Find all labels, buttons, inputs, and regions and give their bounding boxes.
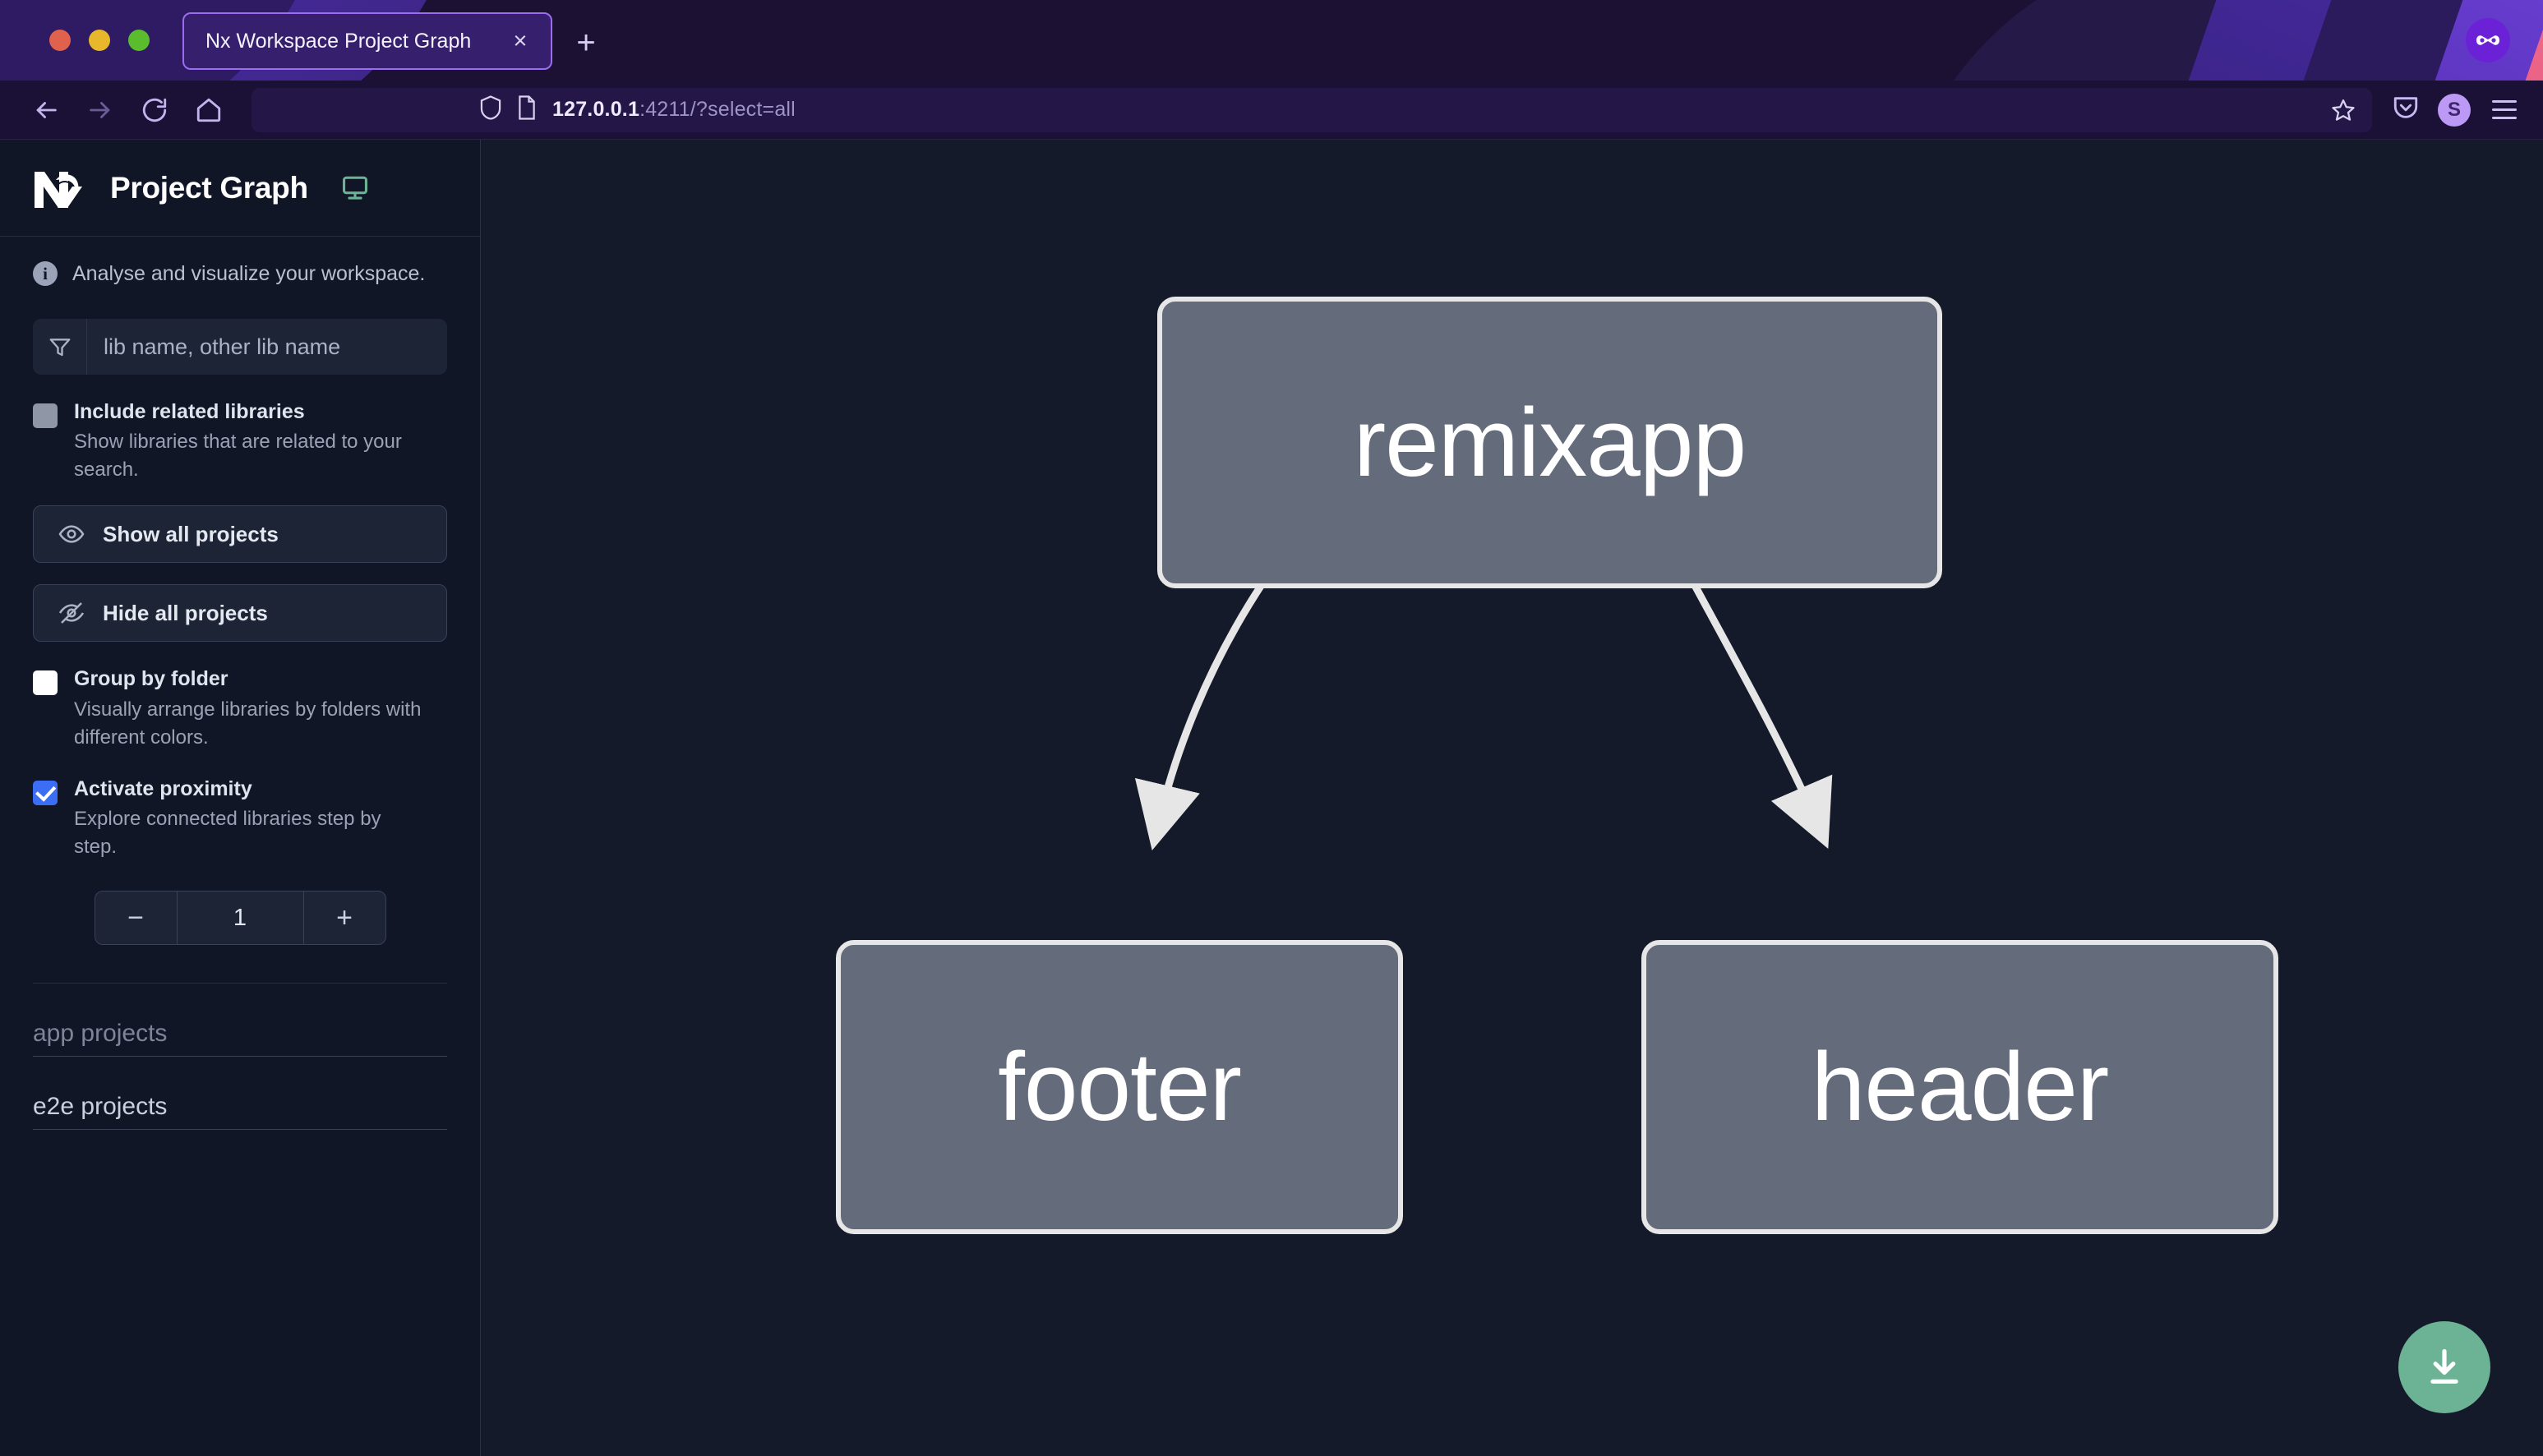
filter-icon	[33, 319, 87, 375]
show-all-projects-button[interactable]: Show all projects	[33, 505, 447, 564]
new-tab-button[interactable]: +	[576, 25, 596, 61]
window-traffic-lights[interactable]	[49, 30, 150, 51]
sidebar-divider	[33, 983, 447, 984]
hamburger-menu-icon[interactable]	[2489, 97, 2520, 122]
include-related-label: Include related libraries	[74, 400, 305, 423]
search-field[interactable]	[33, 319, 447, 375]
include-related-libraries-option[interactable]: Include related libraries Show libraries…	[33, 399, 447, 484]
pocket-icon[interactable]	[2392, 94, 2420, 126]
url-bar[interactable]: 127.0.0.1:4211/?select=all	[252, 87, 2372, 132]
close-window-button[interactable]	[49, 30, 71, 51]
group-by-folder-description: Visually arrange libraries by folders wi…	[74, 698, 422, 749]
graph-node-remixapp[interactable]: remixapp	[1157, 297, 1942, 588]
activate-proximity-checkbox[interactable]	[33, 780, 58, 805]
group-by-folder-option[interactable]: Group by folder Visually arrange librari…	[33, 666, 447, 751]
eye-icon	[58, 521, 85, 547]
sidebar-info: i Analyse and visualize your workspace.	[0, 237, 480, 304]
hide-all-projects-label: Hide all projects	[103, 600, 268, 625]
maximize-window-button[interactable]	[128, 30, 150, 51]
proximity-value: 1	[233, 904, 247, 931]
search-input[interactable]	[87, 319, 447, 375]
info-icon: i	[33, 261, 58, 286]
project-graph-canvas[interactable]: remixapp footer header	[481, 140, 2543, 1456]
group-by-folder-checkbox[interactable]	[33, 670, 58, 696]
project-groups: app projects e2e projects	[0, 984, 480, 1131]
group-header-e2e-projects[interactable]: e2e projects	[33, 1057, 447, 1131]
url-text: 127.0.0.1:4211/?select=all	[552, 98, 796, 121]
download-graph-button[interactable]	[2398, 1321, 2490, 1413]
include-related-description: Show libraries that are related to your …	[74, 431, 402, 481]
home-icon[interactable]	[186, 87, 232, 133]
group-header-app-projects[interactable]: app projects	[33, 984, 447, 1057]
hide-all-projects-button[interactable]: Hide all projects	[33, 584, 447, 643]
sidebar-info-text: Analyse and visualize your workspace.	[72, 261, 426, 285]
graph-node-header[interactable]: header	[1641, 940, 2278, 1234]
proximity-stepper[interactable]: − 1 +	[94, 891, 386, 946]
browser-tab[interactable]: Nx Workspace Project Graph ×	[182, 12, 552, 70]
browser-tab-strip: Nx Workspace Project Graph × +	[0, 0, 2543, 81]
graph-node-label: footer	[998, 1033, 1242, 1141]
nx-logo	[33, 167, 89, 210]
proximity-increment-button[interactable]: +	[302, 892, 385, 945]
app-body: Project Graph i Analyse and visualize yo…	[0, 140, 2543, 1456]
show-all-projects-label: Show all projects	[103, 521, 279, 546]
sidebar: Project Graph i Analyse and visualize yo…	[0, 140, 481, 1456]
activate-proximity-option[interactable]: Activate proximity Explore connected lib…	[33, 776, 447, 861]
forward-arrow-icon[interactable]	[77, 87, 123, 133]
reload-icon[interactable]	[132, 87, 178, 133]
activate-proximity-label: Activate proximity	[74, 776, 252, 800]
shield-icon[interactable]	[478, 94, 503, 125]
close-icon[interactable]: ×	[513, 27, 528, 54]
star-icon[interactable]	[2326, 93, 2361, 127]
back-arrow-icon[interactable]	[23, 87, 69, 133]
sidebar-header: Project Graph	[0, 140, 480, 237]
page-icon[interactable]	[516, 94, 538, 125]
private-browsing-mask-icon	[2466, 18, 2510, 62]
eye-off-icon	[58, 600, 85, 626]
activate-proximity-description: Explore connected libraries step by step…	[74, 808, 381, 859]
tab-title: Nx Workspace Project Graph	[205, 29, 472, 53]
minimize-window-button[interactable]	[89, 30, 110, 51]
graph-node-footer[interactable]: footer	[836, 940, 1403, 1234]
toolbar-right-actions: S	[2392, 93, 2520, 127]
browser-toolbar: 127.0.0.1:4211/?select=all S	[0, 81, 2543, 140]
page-title: Project Graph	[110, 170, 308, 205]
include-related-checkbox[interactable]	[33, 403, 58, 428]
graph-node-label: header	[1811, 1033, 2109, 1141]
proximity-decrement-button[interactable]: −	[95, 892, 178, 945]
graph-node-label: remixapp	[1353, 388, 1747, 497]
group-by-folder-label: Group by folder	[74, 667, 228, 691]
monitor-icon[interactable]	[341, 174, 369, 202]
sidebar-controls: Include related libraries Show libraries…	[0, 304, 480, 984]
account-avatar[interactable]: S	[2438, 93, 2471, 127]
